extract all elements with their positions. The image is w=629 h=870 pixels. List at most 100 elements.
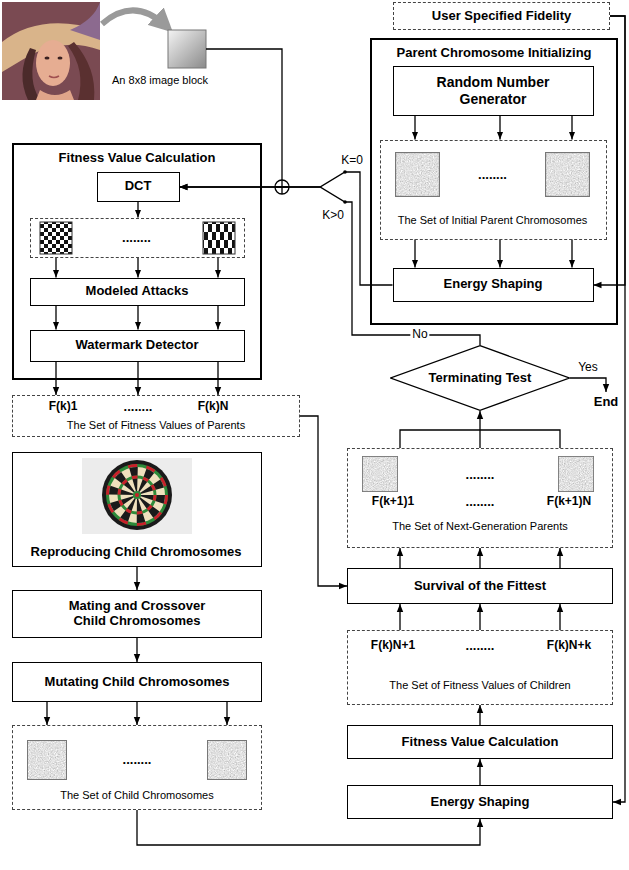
chromosome-image bbox=[207, 740, 247, 780]
connector-arrow bbox=[479, 759, 480, 785]
set-text: The Set of Fitness Values of Parents bbox=[67, 419, 245, 432]
connector-arrow bbox=[217, 306, 218, 330]
connector-arrow bbox=[55, 306, 56, 330]
image-caption: An 8x8 image block bbox=[112, 74, 208, 87]
connector-arrow bbox=[414, 240, 415, 268]
connector-arrow bbox=[499, 116, 500, 140]
set-text: Parent Chromosome Initializing bbox=[396, 46, 591, 61]
exit-arrow bbox=[570, 378, 606, 392]
process-box: Modeled Attacks bbox=[30, 278, 245, 306]
connector-arrow bbox=[559, 548, 560, 568]
end-label: End bbox=[594, 395, 619, 410]
box-label: Watermark Detector bbox=[75, 338, 198, 353]
connector-arrow bbox=[479, 705, 480, 725]
box-label: Mutating Child Chromosomes bbox=[45, 675, 230, 690]
bull-eye bbox=[135, 493, 139, 497]
set-box: ........ The Set of Child Chromosomes bbox=[12, 725, 262, 810]
set-text: Reproducing Child Chromosomes bbox=[31, 545, 242, 560]
switch-label: K>0 bbox=[322, 209, 344, 223]
process-box: Mating and Crossover Child Chromosomes bbox=[12, 590, 262, 638]
connector-arrow bbox=[137, 306, 138, 330]
box-label: Survival of the Fittest bbox=[414, 579, 546, 594]
eye-shape bbox=[45, 57, 50, 60]
connector-arrow bbox=[217, 258, 218, 278]
connector-arrow bbox=[46, 702, 47, 725]
set-text: ........ bbox=[124, 400, 153, 415]
set-box: ........F(k+1)1........F(k+1)NThe Set of… bbox=[347, 448, 613, 548]
set-text: The Set of Child Chromosomes bbox=[60, 789, 213, 802]
branch-label: Yes bbox=[578, 361, 598, 375]
board-sectors bbox=[123, 481, 151, 509]
image-block bbox=[168, 30, 206, 68]
face-shape bbox=[36, 40, 70, 86]
chromosome-image bbox=[545, 152, 590, 197]
treble-ring bbox=[119, 477, 155, 513]
photo-ground bbox=[82, 458, 192, 534]
box-label: Random Number Generator bbox=[428, 74, 558, 106]
decision-diamond-shape bbox=[391, 346, 570, 411]
process-box: Energy Shaping bbox=[393, 268, 594, 302]
set-text: ........ bbox=[478, 167, 507, 182]
connector-arrow bbox=[499, 240, 500, 268]
lena-photo bbox=[2, 2, 100, 100]
signal-wire bbox=[206, 49, 282, 180]
eye-shape bbox=[58, 57, 63, 60]
box-label: Mating and Crossover Child Chromosomes bbox=[52, 599, 222, 629]
process-box: DCT bbox=[97, 172, 180, 202]
box-label: Energy Shaping bbox=[444, 277, 543, 292]
box-label: Energy Shaping bbox=[431, 795, 530, 810]
connector-arrow bbox=[136, 702, 137, 725]
process-box: Survival of the Fittest bbox=[347, 568, 613, 604]
set-text: The Set of Next-Generation Parents bbox=[392, 520, 567, 533]
dartboard-photo bbox=[82, 458, 192, 534]
set-box: ........ bbox=[30, 218, 245, 258]
treble-ring bbox=[119, 477, 155, 513]
connector-arrow bbox=[571, 240, 572, 268]
connector-arrow bbox=[479, 548, 480, 568]
board-field bbox=[109, 467, 165, 523]
bull-outer bbox=[133, 491, 141, 499]
connector-arrow bbox=[479, 411, 480, 448]
set-text: ........ bbox=[123, 753, 152, 768]
module-box: Parent Chromosome InitializingRandom Num… bbox=[370, 38, 618, 325]
connector-arrow bbox=[300, 416, 347, 586]
curved-arrow bbox=[102, 10, 166, 26]
box-label: Fitness Value Calculation bbox=[402, 735, 559, 750]
board-rim bbox=[102, 460, 172, 530]
connector-arrow bbox=[399, 548, 400, 568]
connector-arrow bbox=[180, 187, 481, 345]
connector-arrow bbox=[180, 172, 393, 285]
connector-arrow bbox=[137, 202, 138, 218]
set-box: F(k)1........F(k)NThe Set of Fitness Val… bbox=[12, 395, 300, 437]
connector-arrow bbox=[137, 258, 138, 278]
box-label: Modeled Attacks bbox=[86, 284, 189, 299]
module-box: Fitness Value CalculationDCT........ Mode… bbox=[12, 143, 262, 380]
connector-arrow bbox=[137, 810, 480, 845]
set-box: ........ The Set of Initial Parent Chromo… bbox=[380, 140, 607, 240]
decision-diamond: Terminating Test bbox=[390, 345, 570, 411]
process-box: Energy Shaping bbox=[347, 785, 613, 819]
set-box: F(k)N+1........F(k)N+kThe Set of Fitness… bbox=[347, 630, 613, 705]
input-box: User Specified Fidelity bbox=[393, 2, 610, 30]
hair-shape bbox=[68, 42, 94, 100]
chromosome-image bbox=[395, 152, 440, 197]
set-text: ........ bbox=[466, 468, 495, 483]
set-text: Fitness Value Calculation bbox=[59, 151, 216, 166]
connector-arrow bbox=[136, 638, 137, 662]
box-label: DCT bbox=[125, 179, 152, 194]
process-box: Watermark Detector bbox=[30, 330, 245, 362]
connector-arrow bbox=[559, 604, 560, 630]
set-text: The Set of Initial Parent Chromosomes bbox=[398, 213, 588, 226]
dct-basis-image bbox=[40, 222, 72, 254]
set-text: F(k)1 bbox=[49, 400, 78, 414]
connector-arrow bbox=[55, 258, 56, 278]
connector-arrow bbox=[414, 116, 415, 140]
set-text: The Set of Fitness Values of Children bbox=[389, 679, 570, 692]
set-text: ........ bbox=[466, 639, 495, 654]
dct-basis-image bbox=[203, 222, 235, 254]
process-box: Random Number Generator bbox=[393, 66, 594, 116]
double-ring bbox=[106, 464, 168, 526]
set-text: ........ bbox=[122, 230, 151, 245]
edge-label: No bbox=[410, 328, 429, 342]
